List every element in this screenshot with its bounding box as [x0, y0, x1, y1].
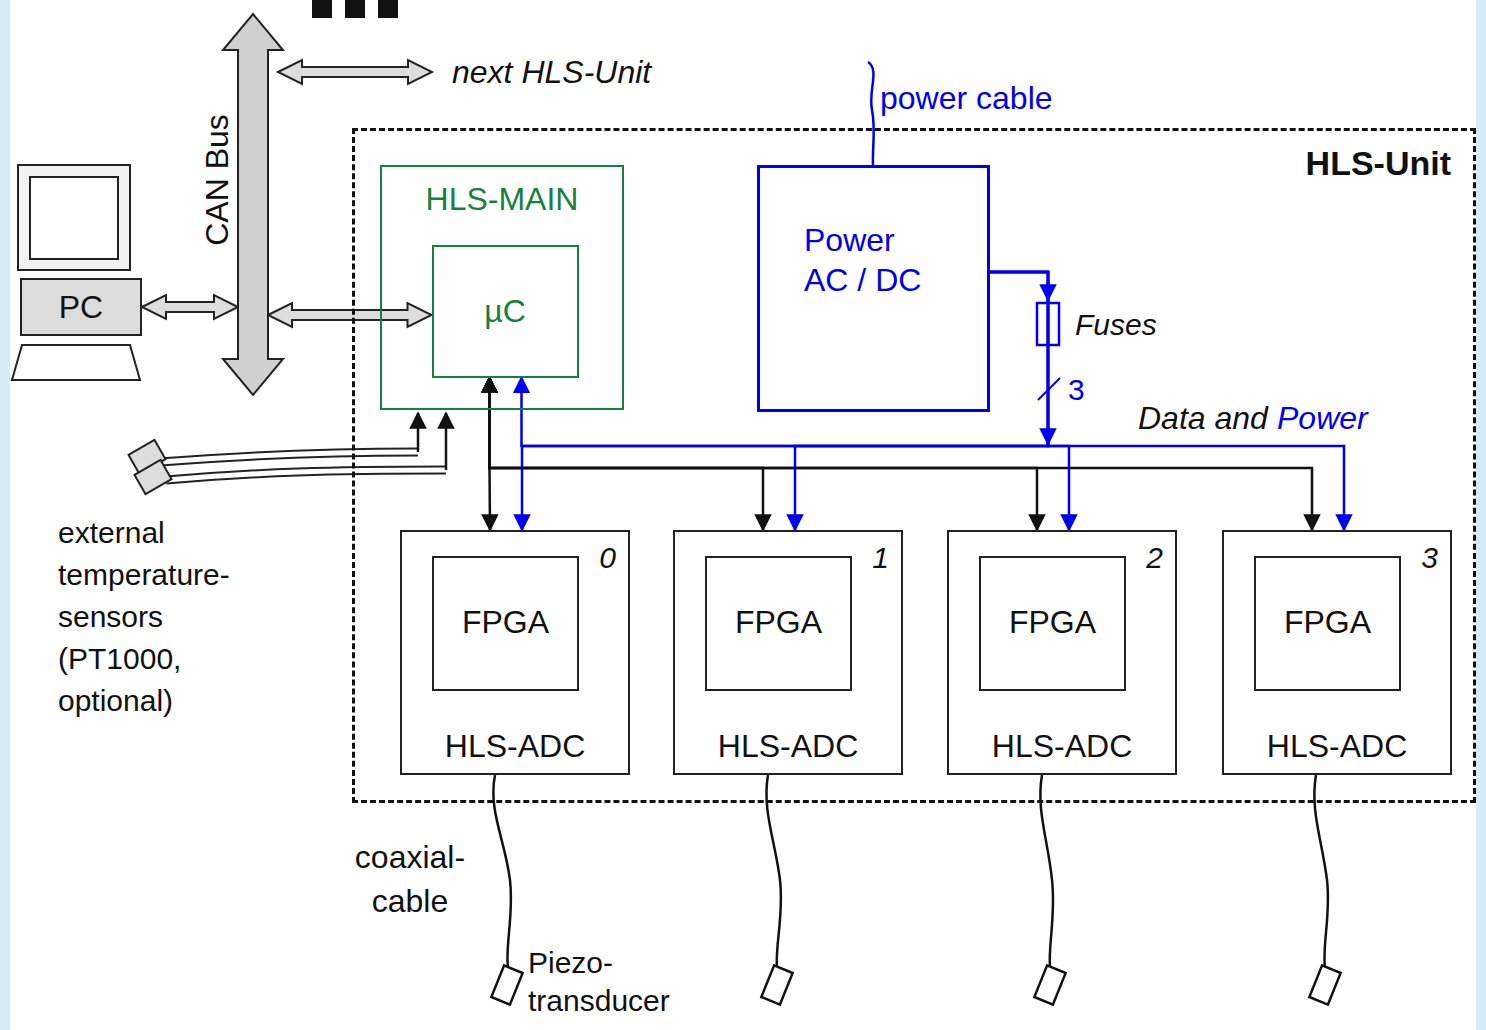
- board-name: HLS-ADC: [1224, 726, 1450, 766]
- board-name: HLS-ADC: [949, 726, 1175, 766]
- chip-name: µC: [434, 291, 577, 331]
- unit-name: HLS-Unit: [1306, 143, 1451, 183]
- adc-board: 0HLS-ADC FPGA: [400, 530, 630, 775]
- bus-note: Data and: [1138, 398, 1268, 438]
- coaxial-cables: [493, 775, 1328, 968]
- cable-name: power cable: [880, 78, 1053, 118]
- data-line: [490, 378, 764, 531]
- cable-name: coaxial-cable: [330, 835, 490, 923]
- microcontroller: µC: [432, 245, 579, 378]
- pc-name: PC: [22, 287, 140, 327]
- supply-name: Power AC / DC: [804, 220, 934, 300]
- chip-name: FPGA: [1256, 602, 1399, 642]
- fpga-chip: FPGA: [432, 556, 579, 691]
- power-supply: Power AC / DC: [757, 165, 990, 412]
- board-number: 0: [599, 538, 616, 578]
- adc-board: 3HLS-ADC FPGA: [1222, 530, 1452, 775]
- part-name: Fuses: [1075, 305, 1157, 345]
- unit-housing: HLS-UnitHLS-MAIN µC Power AC / DC 0HLS-ADC F…: [352, 128, 1476, 803]
- fpga-chip: FPGA: [1254, 556, 1401, 691]
- adc-board: 1HLS-ADC FPGA: [673, 530, 903, 775]
- board-name: HLS-ADC: [675, 726, 901, 766]
- bus-note: next HLS-Unit: [452, 52, 651, 92]
- board-name: HLS-ADC: [402, 726, 628, 766]
- board-number: 3: [1421, 538, 1438, 578]
- pc-monitor: [12, 165, 140, 380]
- bus-connector: [142, 295, 238, 319]
- bus-connector: [268, 303, 432, 327]
- adc-board: 2HLS-ADC FPGA: [947, 530, 1177, 775]
- board-number: 2: [1146, 538, 1163, 578]
- main-board: HLS-MAIN µC: [380, 165, 624, 410]
- chip-name: FPGA: [434, 602, 577, 642]
- bus-name: CAN Bus: [197, 114, 237, 246]
- temperature-sensors: [129, 413, 446, 494]
- can-bus: CAN Bus: [195, 12, 290, 397]
- chip-name: FPGA: [981, 602, 1124, 642]
- wire-count: 3: [1068, 370, 1085, 410]
- power-line: [990, 272, 1069, 530]
- ellipsis-dots: [312, 0, 398, 18]
- sensor-note: external temperature-sensors (PT1000, op…: [58, 512, 248, 722]
- next-unit-arrow: [278, 60, 432, 84]
- fpga-chip: FPGA: [979, 556, 1126, 691]
- board-number: 1: [872, 538, 889, 578]
- pc-box: PC: [20, 278, 142, 336]
- board-name: HLS-MAIN: [382, 179, 622, 219]
- part-name: Piezo-transducer: [528, 944, 688, 1020]
- bus-note: Power: [1277, 398, 1368, 438]
- power-cable: [868, 62, 874, 165]
- chip-name: FPGA: [707, 602, 850, 642]
- fpga-chip: FPGA: [705, 556, 852, 691]
